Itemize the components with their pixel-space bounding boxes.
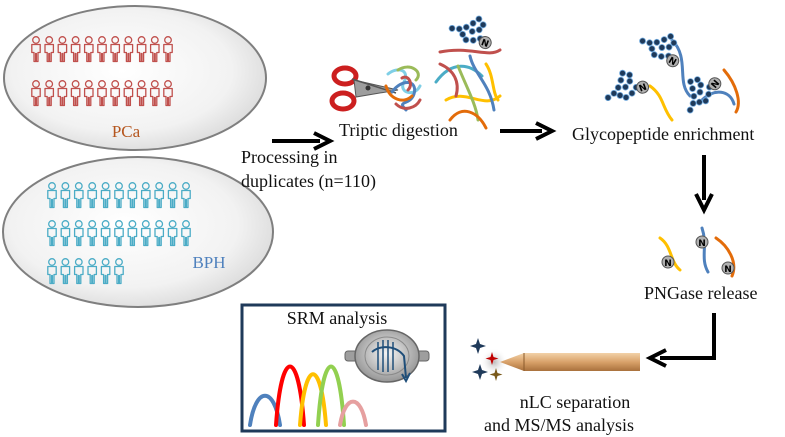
arrow-enrichment-to-pngase	[694, 155, 714, 215]
svg-text:N: N	[698, 239, 706, 249]
glycopeptide-enrichment-label: Glycopeptide enrichment	[572, 124, 754, 144]
srm-analysis-panel: SRM analysis	[240, 303, 447, 433]
peptide-fragments	[384, 65, 422, 112]
bph-group: BPH	[2, 156, 274, 308]
arrow-pngase-to-nlc	[645, 313, 716, 368]
svg-text:N: N	[479, 38, 490, 50]
pngase-release-label: PNGase release	[644, 283, 757, 303]
glycan-icon: N	[686, 76, 722, 114]
svg-text:N: N	[638, 83, 649, 95]
digested-peptides	[434, 48, 502, 130]
pca-label: PCa	[112, 122, 141, 141]
srm-peak	[316, 364, 346, 427]
nlc-separation-label-line2: and MS/MS analysis	[484, 415, 634, 435]
glycan-icon: N	[604, 69, 650, 102]
svg-text:N: N	[666, 56, 678, 68]
nlc-separation-label-line1: nLC separation	[520, 392, 630, 412]
bph-label: BPH	[192, 253, 225, 272]
released-peptides	[658, 226, 736, 278]
svg-text:N: N	[724, 265, 732, 275]
spray-ions-icon	[470, 338, 503, 381]
processing-label-line2: duplicates (n=110)	[241, 171, 376, 192]
arrow-digestion-to-enrichment	[500, 121, 557, 141]
glycan-icon: N	[639, 33, 680, 68]
released-asparagine-icons: N N N	[661, 235, 735, 275]
arrow-processing	[272, 131, 335, 151]
bph-ellipse	[2, 156, 274, 308]
pca-ellipse	[3, 5, 267, 151]
srm-peaks	[248, 364, 368, 427]
processing-label-line1: Processing in	[241, 147, 338, 167]
scissors-icon	[329, 65, 399, 112]
svg-text:N: N	[664, 259, 672, 269]
srm-peak	[338, 399, 368, 427]
srm-analysis-label: SRM analysis	[287, 308, 388, 328]
glycan-icon: N	[448, 15, 492, 50]
mass-spectrometer-icon	[344, 329, 430, 384]
pca-group: PCa	[3, 5, 267, 151]
triptic-digestion-label: Triptic digestion	[339, 120, 458, 140]
srm-peak	[298, 372, 328, 427]
spray-needle-icon	[470, 338, 640, 381]
